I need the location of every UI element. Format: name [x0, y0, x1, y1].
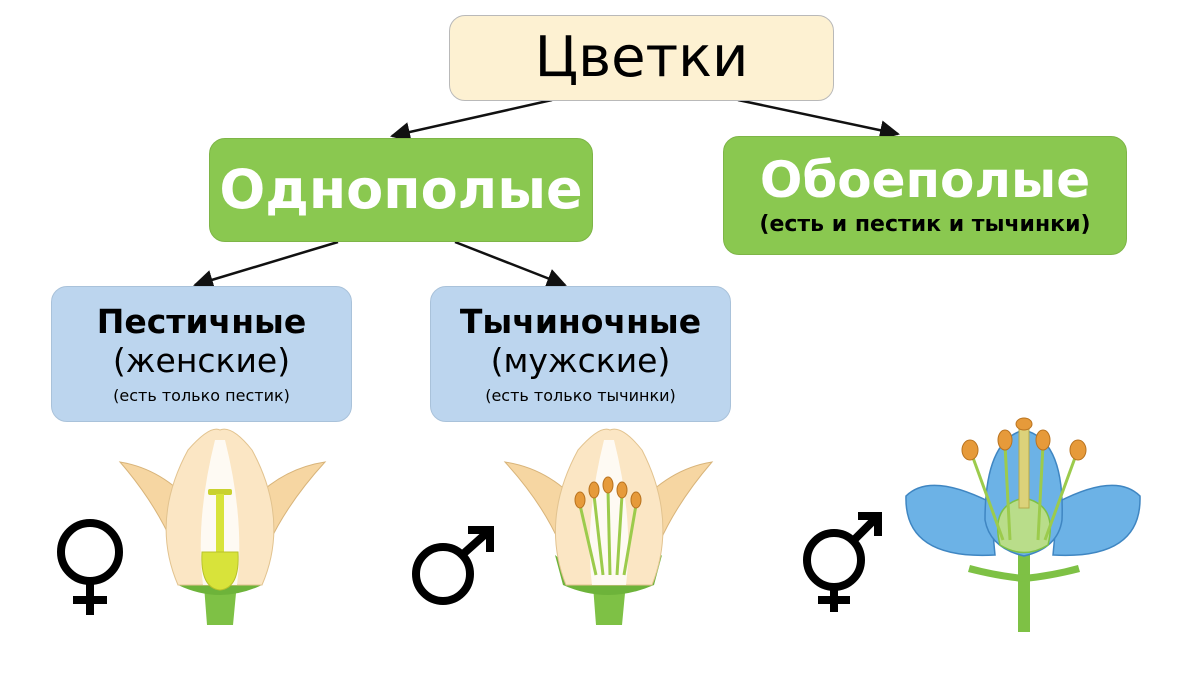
- bisexual-note: (есть и пестик и тычинки): [759, 212, 1091, 238]
- root-node-flowers: Цветки: [449, 15, 834, 101]
- root-label: Цветки: [534, 25, 749, 90]
- arrow-unisexual-to-staminate: [454, 240, 567, 288]
- pistillate-note: (есть только пестик): [113, 386, 290, 406]
- unisexual-label: Однополые: [219, 157, 583, 221]
- staminate-note: (есть только тычинки): [485, 386, 676, 406]
- arrow-root-to-unisexual: [390, 98, 553, 142]
- pistillate-label: Пестичные: [96, 301, 307, 341]
- node-pistillate: Пестичные (женские) (есть только пестик): [51, 286, 352, 422]
- hermaphrodite-symbol-icon: [803, 512, 882, 612]
- staminate-flower-icon: [503, 428, 714, 625]
- arrow-unisexual-to-pistillate: [193, 240, 339, 290]
- node-unisexual: Однополые: [209, 138, 593, 242]
- arrow-root-to-bisexual: [737, 98, 900, 141]
- node-bisexual: Обоеполые (есть и пестик и тычинки): [723, 136, 1127, 255]
- male-symbol-icon: [412, 526, 494, 605]
- staminate-sub: (мужские): [490, 340, 671, 380]
- pistillate-sub: (женские): [112, 340, 291, 380]
- node-staminate: Тычиночные (мужские) (есть только тычинк…: [430, 286, 731, 422]
- bisexual-label: Обоеполые: [759, 150, 1091, 209]
- bisexual-flower-icon: [905, 417, 1141, 632]
- pistillate-flower-icon: [118, 428, 327, 625]
- female-symbol-icon: [57, 519, 123, 615]
- staminate-label: Тычиночные: [459, 301, 702, 341]
